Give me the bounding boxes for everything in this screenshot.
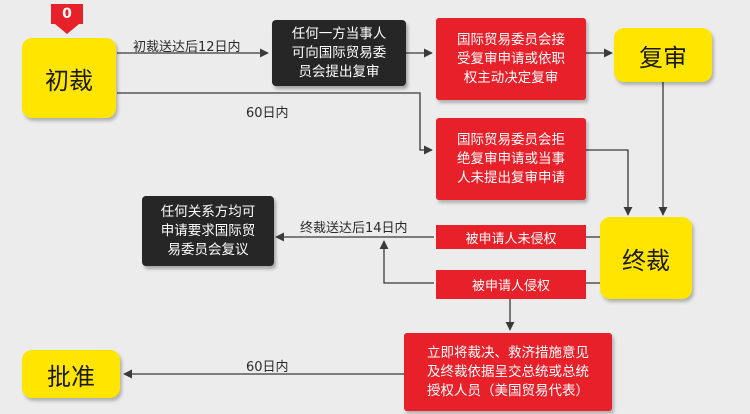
arrow-reject-to-final bbox=[586, 149, 633, 216]
node-initial-ruling: 初裁 bbox=[22, 38, 116, 118]
arrow-infringe-to-request bbox=[379, 240, 434, 284]
node-infringe: 被申请人侵权 bbox=[436, 270, 586, 299]
node-not-infringe: 被申请人未侵权 bbox=[436, 225, 586, 249]
label-within-14-days: 终裁送达后14日内 bbox=[300, 221, 408, 236]
node-final-ruling: 终裁 bbox=[600, 217, 692, 299]
node-party-appeal: 任何一方当事人 可向国际贸易委 员会提出复审 bbox=[272, 20, 406, 86]
label-within-12-days: 初裁送达后12日内 bbox=[133, 40, 241, 55]
node-commission-accept: 国际贸易委员会接 受复审申请或依职 权主动决定复审 bbox=[436, 18, 586, 100]
node-submit-measures: 立即将裁决、救济措施意见 及终裁依据呈交总统或总统 授权人员（美国贸易代表） bbox=[404, 333, 612, 411]
arrow-initial-to-reject bbox=[117, 92, 433, 155]
start-marker-badge: 0 bbox=[51, 4, 83, 24]
node-commission-reject: 国际贸易委员会拒 绝复审申请或当事 人未提出复审申请 bbox=[436, 118, 586, 200]
node-review-request: 任何关系方均可 申请要求国际贸 易委员会复议 bbox=[142, 196, 274, 266]
label-within-60-days-top: 60日内 bbox=[246, 106, 289, 121]
node-review: 复审 bbox=[614, 28, 712, 82]
node-approve: 批准 bbox=[22, 350, 120, 398]
label-within-60-days-bottom: 60日内 bbox=[246, 360, 289, 375]
